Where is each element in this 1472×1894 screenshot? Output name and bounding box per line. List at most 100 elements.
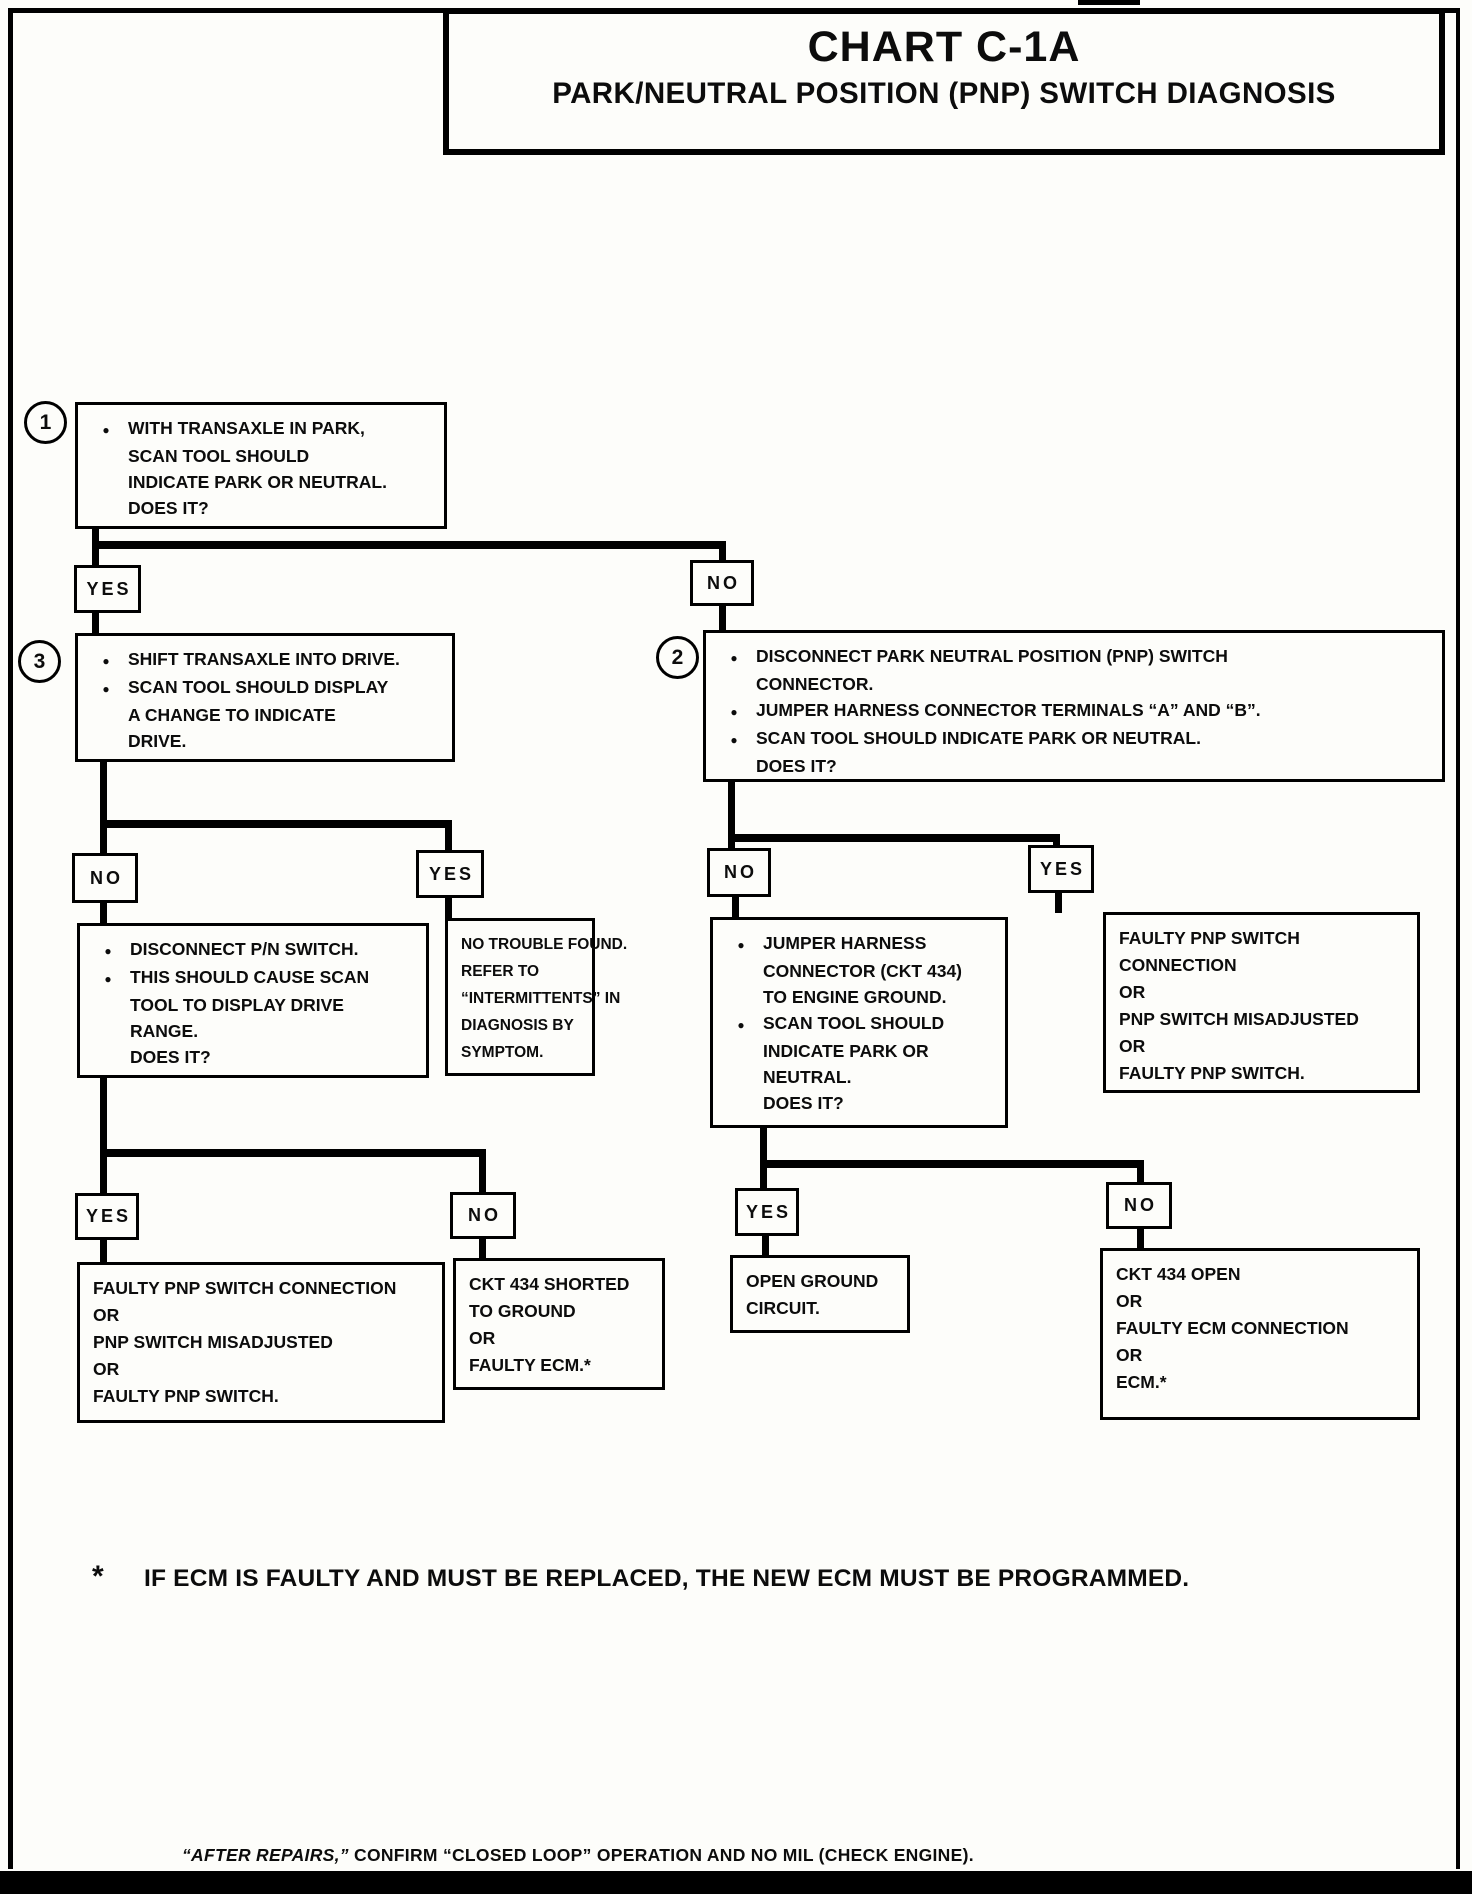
connector-line [1137,1229,1144,1249]
step-3-box: ●SHIFT TRANSAXLE INTO DRIVE.●SCAN TOOL S… [75,633,455,762]
no-tag-2: NO [72,853,138,903]
footnote-text: IF ECM IS FAULTY AND MUST BE REPLACED, T… [144,1565,1190,1592]
disconnect-pn-switch-box: ●DISCONNECT P/N SWITCH.●THIS SHOULD CAUS… [77,923,429,1078]
yes-tag-2: YES [416,850,484,898]
box-line: DRIVE. [84,728,448,754]
box-line-text: CIRCUIT. [746,1298,820,1318]
asterisk-marker: * [92,1560,104,1593]
box-line: DIAGNOSIS BY [461,1012,588,1039]
step-number-circle-3: 3 [18,640,61,683]
box-line-text: INDICATE PARK OR NEUTRAL. [128,472,387,492]
box-line-text: TOOL TO DISPLAY DRIVE [130,995,344,1015]
connector-line [92,613,99,634]
box-line: A CHANGE TO INDICATE [84,702,448,728]
box-line-text: WITH TRANSAXLE IN PARK, [128,418,365,438]
box-line: ● DISCONNECT PARK NEUTRAL POSITION (PNP) … [712,643,1438,671]
chart-subtitle: PARK/NEUTRAL POSITION (PNP) SWITCH DIAGN… [552,77,1336,110]
footer-text: CONFIRM “CLOSED LOOP” OPERATION AND NO M… [348,1845,974,1865]
box-line: OR [1119,1033,1413,1060]
connector-line [100,1078,107,1194]
box-line: FAULTY ECM.* [469,1352,658,1379]
box-line: PNP SWITCH MISADJUSTED [93,1329,438,1356]
connector-line [1055,893,1062,913]
box-line-text: OPEN GROUND [746,1271,879,1291]
box-line: NO TROUBLE FOUND. [461,931,627,958]
bottom-edge-bar [0,1871,1472,1894]
box-line-text: CKT 434 SHORTED [469,1274,630,1294]
bullet-icon: ● [102,654,110,668]
connector-line [762,1236,769,1256]
connector-line [732,897,739,918]
connector-line [1053,834,1060,846]
box-line-text: CKT 434 OPEN [1116,1264,1241,1284]
box-line-text: OR [93,1359,120,1379]
box-line: OR [469,1325,658,1352]
connector-line [1137,1160,1144,1183]
box-line: REFER TO [461,958,588,985]
step-number-circle-2: 2 [656,636,699,679]
step-2-box: ● DISCONNECT PARK NEUTRAL POSITION (PNP) … [703,630,1445,782]
connector-line [479,1149,486,1193]
box-line-text: FAULTY PNP SWITCH. [1119,1063,1305,1083]
box-line-text: OR [1119,1036,1146,1056]
open-ground-circuit-box: OPEN GROUND CIRCUIT. [730,1255,910,1333]
box-line: FAULTY ECM CONNECTION [1116,1315,1413,1342]
box-line: OR [93,1356,438,1383]
box-line: ● SCAN TOOL SHOULD DISPLAY [84,674,448,702]
box-line-text: DISCONNECT PARK NEUTRAL POSITION (PNP) S… [756,646,1228,666]
connector-line [445,820,452,851]
connector-line [760,1128,767,1189]
box-line-text: SCAN TOOL SHOULD DISPLAY [128,677,389,697]
box-line: ●SCAN TOOL SHOULD INDICATE PARK OR NEUTR… [712,725,1438,753]
box-line-text: THIS SHOULD CAUSE SCAN [130,967,370,987]
box-line: OR [1119,979,1413,1006]
box-line-text: INDICATE PARK OR [763,1041,929,1061]
box-line: SCAN TOOL SHOULD [84,443,440,469]
box-line: “INTERMITTENTS” IN [461,985,620,1012]
box-line-text: ECM.* [1116,1372,1167,1392]
bullet-icon: ● [102,423,110,437]
no-tag-4: NO [450,1192,516,1239]
box-line-text: SCAN TOOL SHOULD [763,1013,945,1033]
box-line-text: OR [93,1305,120,1325]
box-line: CONNECTION [1119,952,1413,979]
no-tag-3: NO [707,848,771,897]
box-line: ●SHIFT TRANSAXLE INTO DRIVE. [84,646,448,674]
yes-tag-3: YES [1028,845,1094,893]
box-line: ECM.* [1116,1369,1413,1396]
box-line-text: “INTERMITTENTS” IN [461,990,621,1007]
box-line-text: CONNECTOR. [756,674,874,694]
box-line: ●JUMPER HARNESS [719,930,1001,958]
box-line: FAULTY PNP SWITCH CONNECTION [93,1275,438,1302]
box-line-text: FAULTY ECM CONNECTION [1116,1318,1349,1338]
box-line-text: A CHANGE TO INDICATE [128,705,336,725]
connector-line [728,782,735,849]
box-line-text: PNP SWITCH MISADJUSTED [93,1332,333,1352]
box-line: SYMPTOM. [461,1039,588,1066]
box-line-text: DISCONNECT P/N SWITCH. [130,939,359,959]
connector-line [760,1160,1144,1168]
no-tag-1: NO [690,560,754,606]
box-line: ●DISCONNECT P/N SWITCH. [86,936,422,964]
box-line: FAULTY PNP SWITCH [1119,925,1413,952]
connector-line [719,541,726,561]
faulty-pnp-connection-box: FAULTY PNP SWITCH CONNECTION OR PNP SWITCH… [77,1262,445,1423]
box-line-text: DOES IT? [128,498,209,518]
box-line: CONNECTOR. [712,671,1438,697]
box-line-text: TO ENGINE GROUND. [763,987,947,1007]
box-line-text: DOES IT? [130,1047,211,1067]
yes-tag-5: YES [735,1188,799,1236]
box-line: TO GROUND [469,1298,658,1325]
bullet-icon: ● [730,651,738,665]
box-line-text: SCAN TOOL SHOULD INDICATE PARK OR NEUTRA… [756,728,1201,748]
box-line: TOOL TO DISPLAY DRIVE [86,992,422,1018]
box-line: DOES IT? [712,753,1438,779]
connector-line [728,834,1060,842]
footnote: * IF ECM IS FAULTY AND MUST BE REPLACED,… [92,1560,1392,1594]
box-line-text: JUMPER HARNESS [763,933,927,953]
no-tag-5: NO [1106,1182,1172,1229]
bullet-icon: ● [102,682,110,696]
